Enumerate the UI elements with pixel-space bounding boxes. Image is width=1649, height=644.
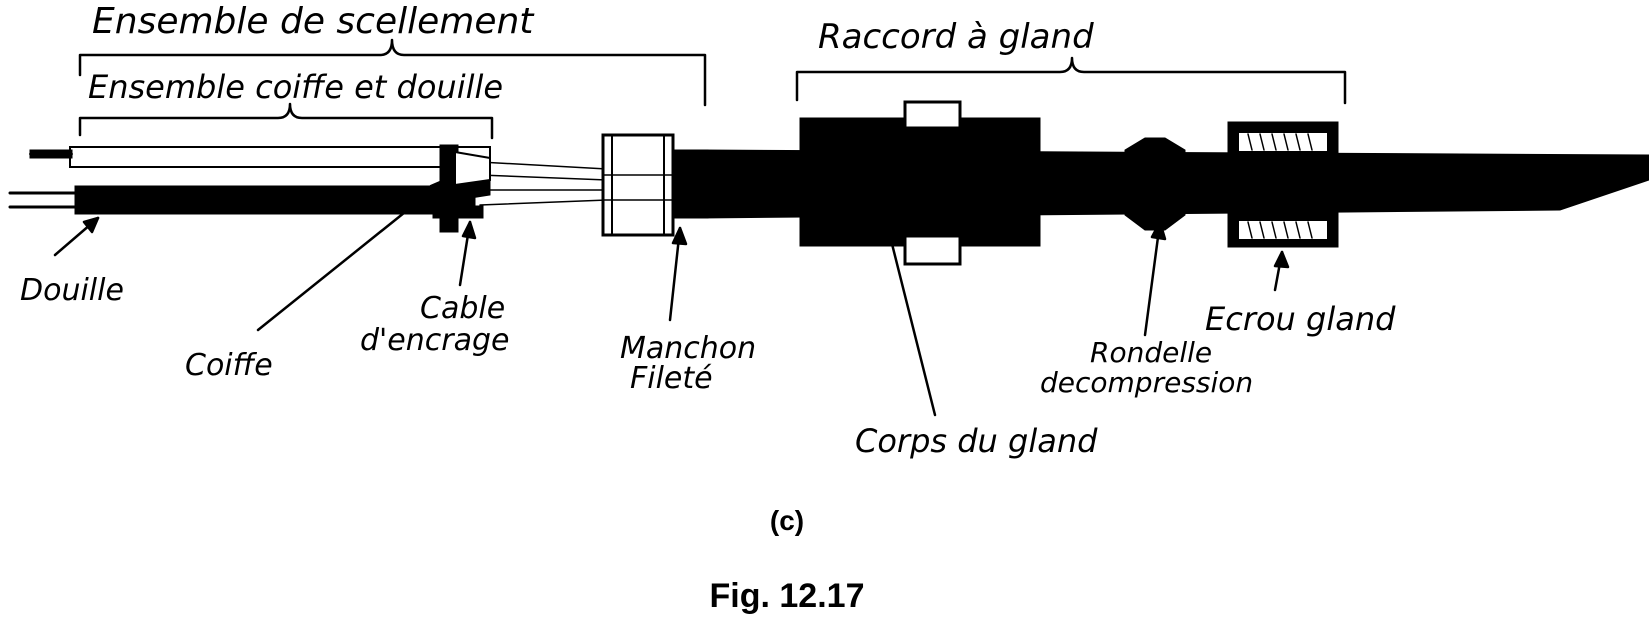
- arrow-coiffe: [256, 178, 447, 332]
- label-cap: Coiffe: [185, 348, 273, 383]
- arrow-rondelle: [1143, 220, 1162, 337]
- label-anchor-cable-1: Cable: [420, 291, 505, 326]
- label-threaded-sleeve-1: Manchon: [620, 331, 756, 366]
- bracket-sealing-assembly: [78, 38, 707, 107]
- leader-arrows: [53, 178, 1290, 417]
- label-gland-fitting: Raccord à gland: [818, 17, 1094, 57]
- threaded-sleeve-part: [601, 133, 709, 237]
- bracket-cap-sleeve-assembly: [78, 102, 494, 140]
- compression-washer-part: [1124, 137, 1186, 231]
- label-gland-nut: Ecrou gland: [1205, 300, 1396, 338]
- gland-nut-part: [1227, 121, 1339, 248]
- left-cable: [8, 146, 661, 215]
- caption-figure: Fig. 12.17: [710, 577, 865, 615]
- arrow-corps-gland: [886, 226, 937, 417]
- label-sleeve: Douille: [20, 273, 124, 308]
- cap-part: [432, 144, 491, 233]
- label-gland-body: Corps du gland: [855, 422, 1098, 460]
- bracket-gland-fitting: [795, 56, 1347, 105]
- label-compression-washer-2: decompression: [1040, 366, 1253, 399]
- label-anchor-cable-2: d'encrage: [360, 323, 509, 358]
- label-sealing-assembly: Ensemble de scellement: [92, 1, 535, 42]
- label-compression-washer-1: Rondelle: [1090, 336, 1212, 369]
- label-cap-sleeve-assembly: Ensemble coiffe et douille: [88, 68, 503, 106]
- gland-body-part: [799, 100, 1041, 266]
- label-threaded-sleeve-2: Fileté: [630, 361, 713, 396]
- caption-part: (c): [770, 505, 804, 536]
